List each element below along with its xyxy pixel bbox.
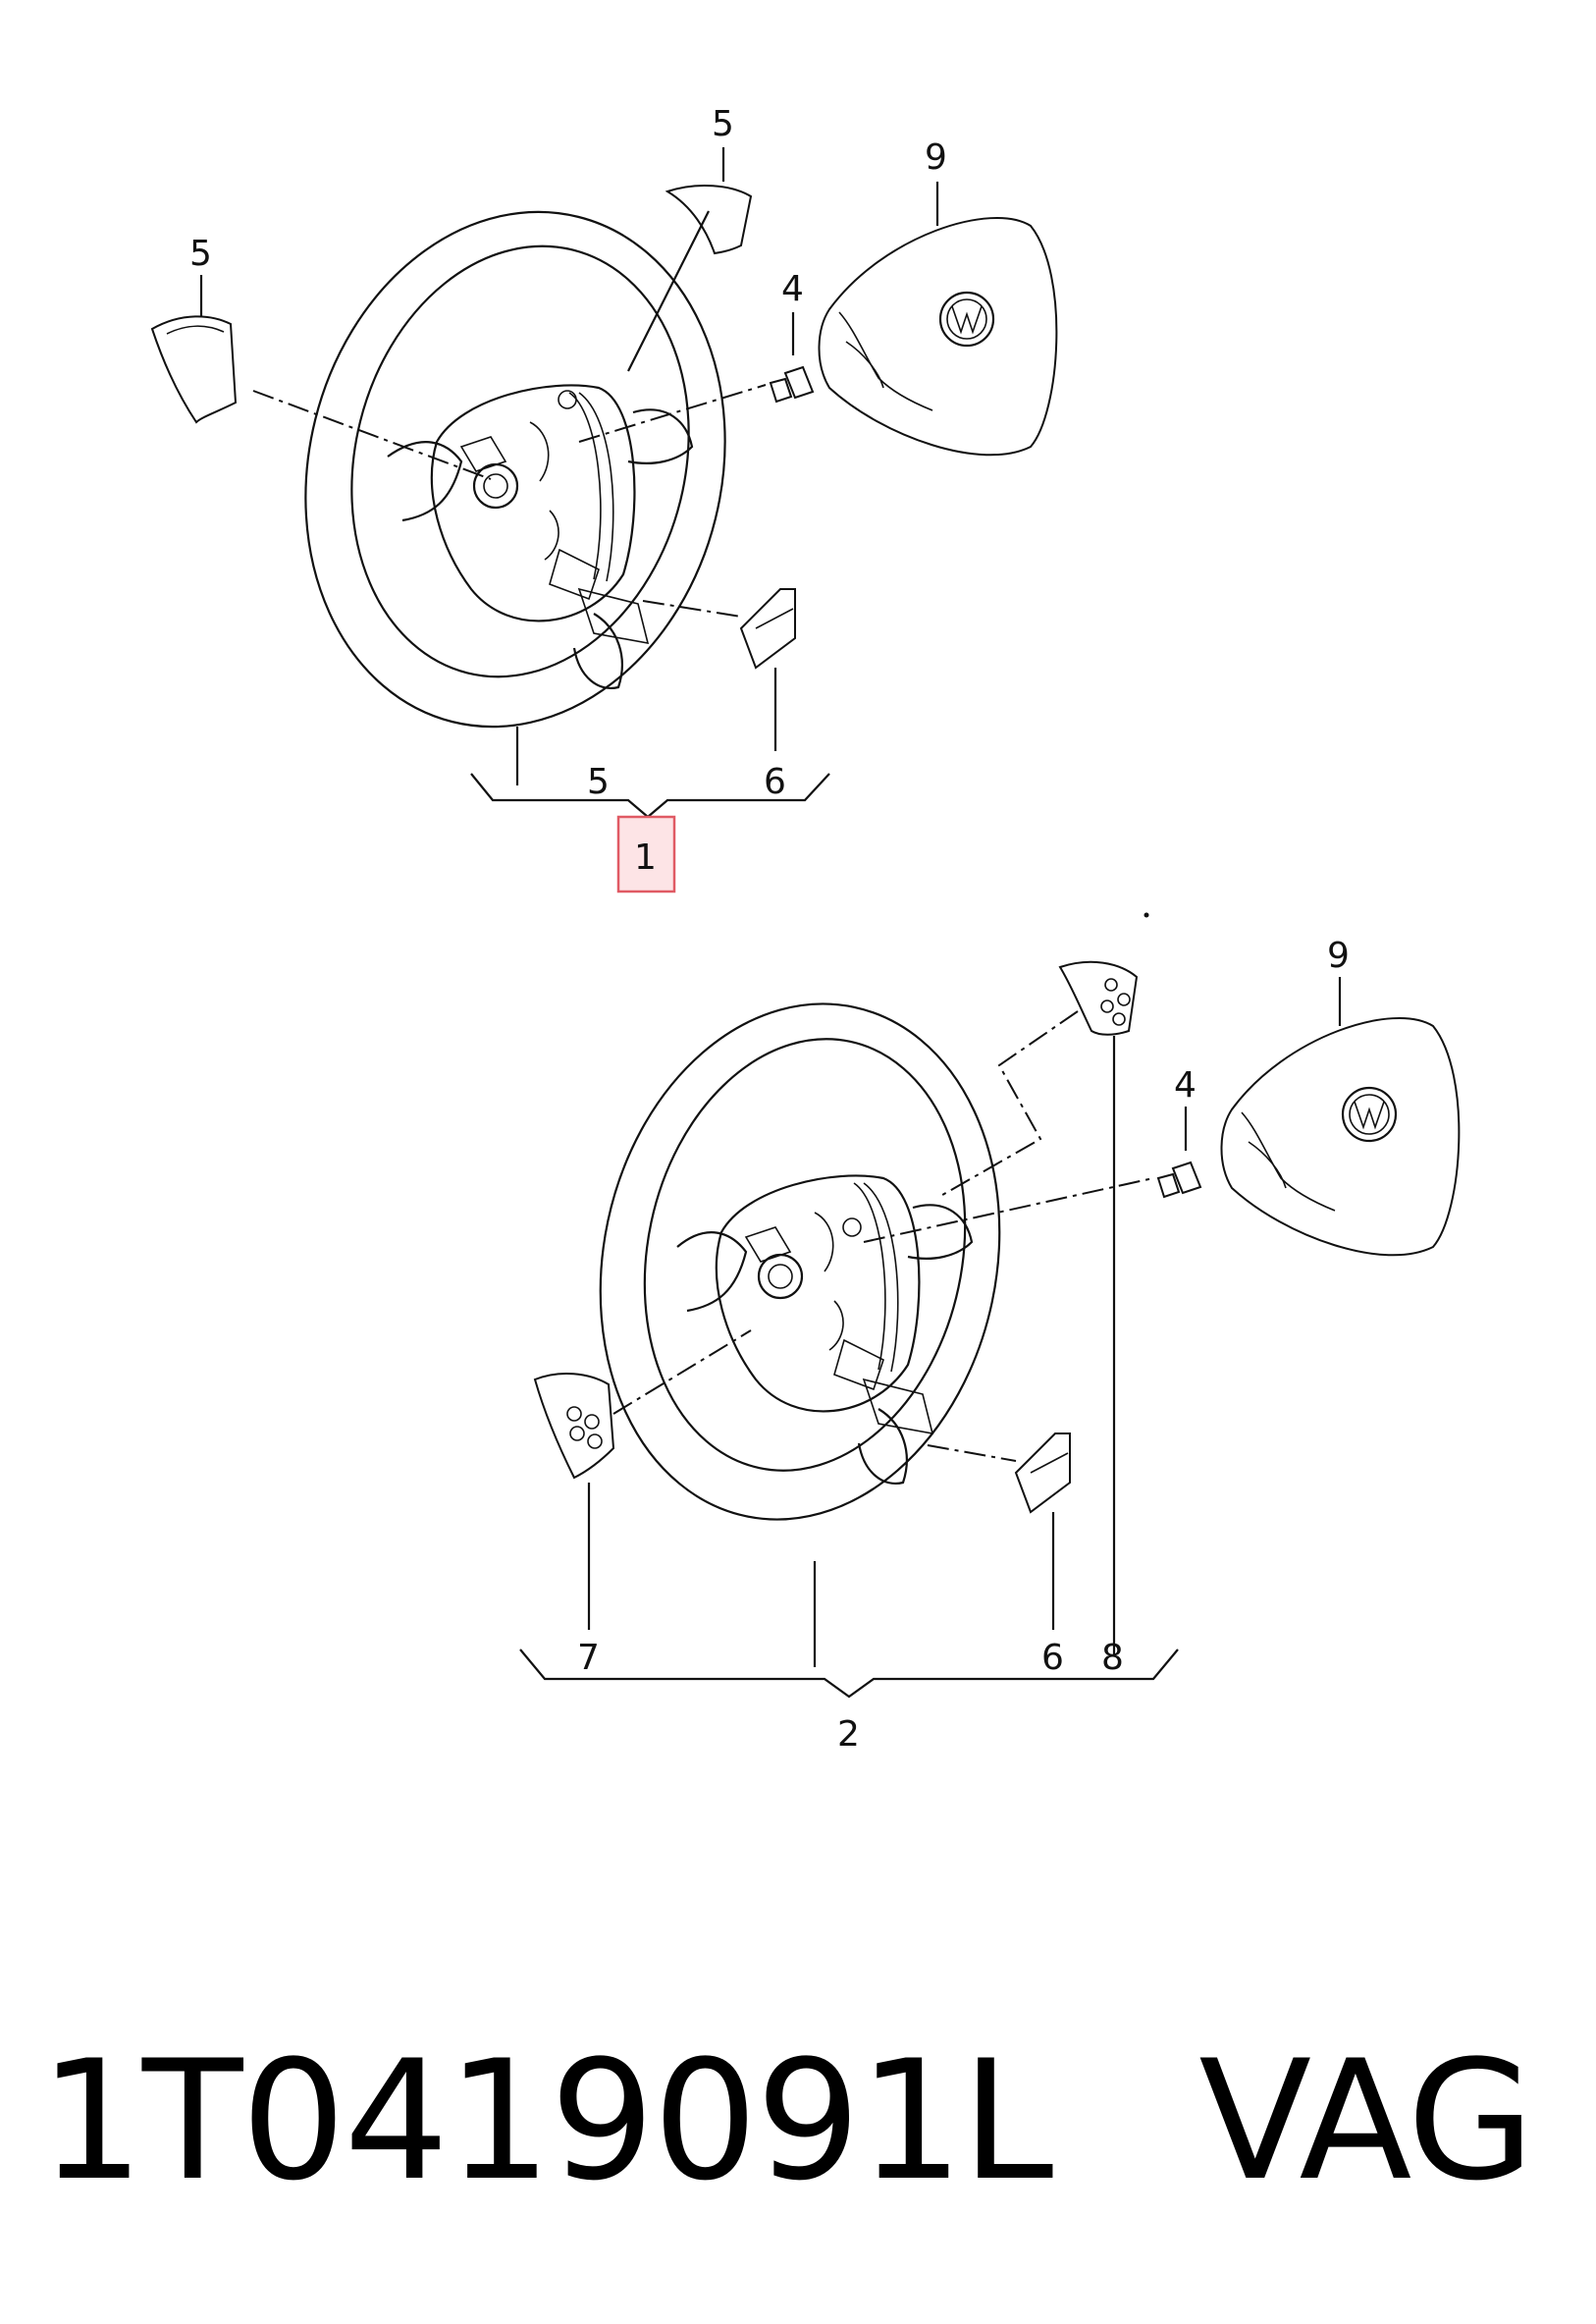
brand-label: VAG	[1198, 2025, 1534, 2217]
callout-2: 2	[837, 1714, 860, 1755]
group-label-7: 7	[577, 1638, 600, 1678]
callout-9-top: 9	[925, 137, 947, 178]
callout-4-bottom: 4	[1174, 1065, 1197, 1106]
bottom-bolt: 4	[1156, 1065, 1202, 1199]
top-airbag: 9	[818, 137, 1058, 457]
part-number: 1T0419091L	[39, 2025, 1053, 2217]
bottom-trim-bottom	[1014, 1432, 1071, 1630]
top-assembly: 5 5 9 4	[150, 104, 1058, 893]
top-bolt: 4	[769, 269, 815, 404]
bottom-assembly: 9 4 7 6	[519, 912, 1461, 1755]
callout-5-left: 5	[189, 234, 212, 274]
callout-1-highlight[interactable]	[616, 815, 676, 893]
bottom-steering-wheel	[599, 1002, 1001, 1521]
group-label-5: 5	[587, 762, 610, 802]
group-label-6: 6	[764, 762, 786, 802]
parts-diagram: 5 5 9 4	[150, 104, 1461, 1755]
top-trim-bottom	[739, 588, 796, 751]
caption: 1T0419091L VAG	[39, 2023, 1570, 2219]
callout-9-bottom: 9	[1327, 936, 1350, 976]
callout-1: 1	[634, 838, 657, 878]
top-trim-top: 5	[665, 104, 753, 255]
bottom-button-left	[533, 1373, 615, 1630]
bottom-button-right	[1058, 960, 1139, 1654]
callout-5-top: 5	[712, 104, 734, 144]
group-label-8: 8	[1101, 1638, 1124, 1678]
top-trim-left: 5	[150, 234, 238, 424]
top-steering-wheel	[304, 210, 726, 729]
group-label-6-bottom: 6	[1041, 1638, 1064, 1678]
callout-4-top: 4	[781, 269, 804, 309]
bottom-airbag: 9	[1220, 936, 1461, 1257]
